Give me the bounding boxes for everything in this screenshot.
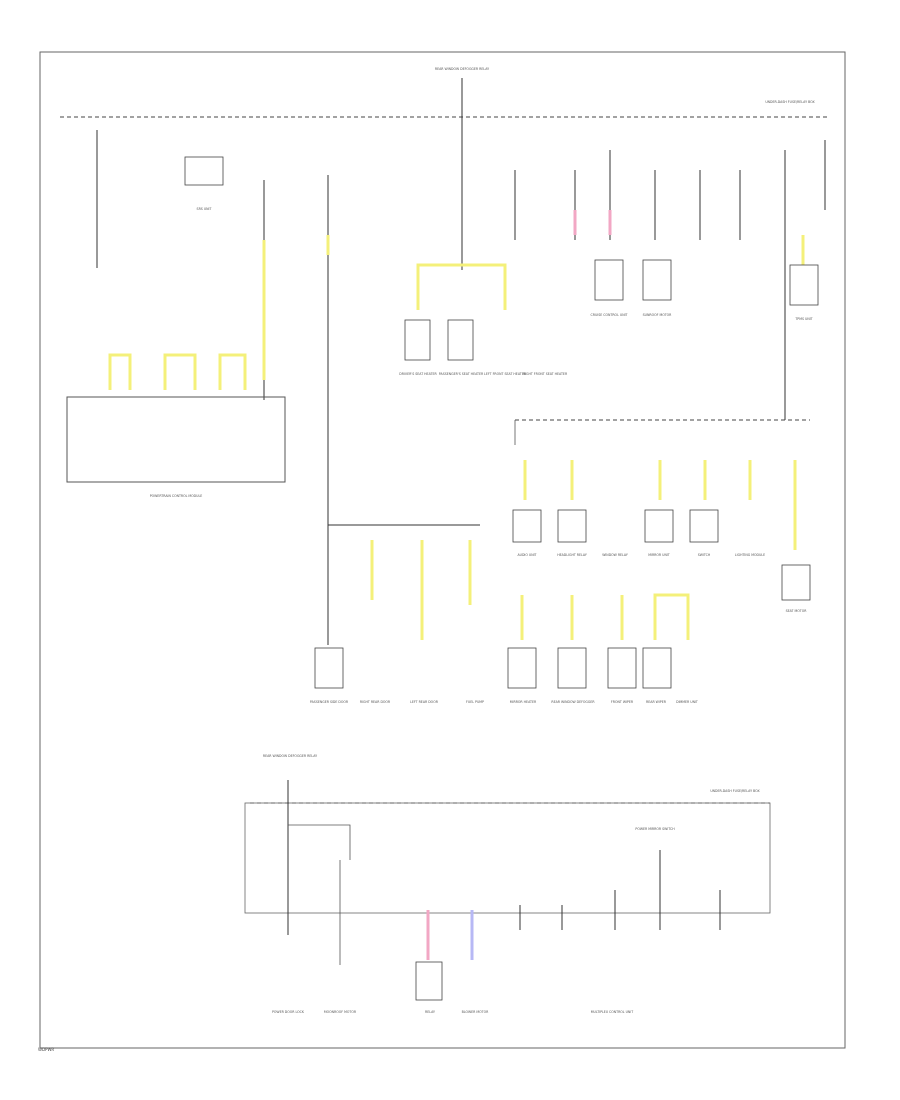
yellow-wire-7 xyxy=(218,353,247,390)
yellow-wire-6 xyxy=(163,353,197,390)
top-component-boxes xyxy=(404,259,819,361)
yellow-wire-5 xyxy=(108,353,132,390)
top-title: REAR WINDOW DEFOGGER RELAY xyxy=(435,67,489,71)
lower-relay-box xyxy=(415,961,443,1001)
lower-component-label-3: RELAY xyxy=(425,1010,435,1014)
middle-component-label-2: HEADLIGHT RELAY xyxy=(557,553,587,557)
srs-relay-box xyxy=(184,156,224,186)
bottom-component-label-7: FRONT WIPER xyxy=(611,700,634,704)
lower-component-label-5: MULTIPLEX CONTROL UNIT xyxy=(591,1010,633,1014)
bottom-component-label-6: REAR WINDOW DEFOGGER xyxy=(551,700,595,704)
middle-component-label-5: SWITCH xyxy=(698,553,711,557)
middle-component-label-6: LIGHTING MODULE xyxy=(735,553,765,557)
bottom-component-label-4: FUEL PUMP xyxy=(466,700,484,704)
bottom-row-boxes xyxy=(314,647,672,689)
pcm-box-label: POWERTRAIN CONTROL MODULE xyxy=(150,494,203,498)
top-right-fuses xyxy=(514,140,826,420)
top-component-label-6: SUNROOF MOTOR xyxy=(643,313,673,317)
bottom-right-fuse-label: UNDER-DASH FUSE/RELAY BOX xyxy=(710,789,760,793)
middle-right-wires xyxy=(523,460,797,550)
top-component-label-3: LEFT FRONT SEAT HEATER xyxy=(484,372,527,376)
top-component-label-1: DRIVER'S SEAT HEATER xyxy=(399,372,437,376)
bottom-component-label-3: LEFT REAR DOOR xyxy=(410,700,439,704)
srs-relay-label: SRS UNIT xyxy=(197,207,212,211)
bottom-component-label-9: DIMMER UNIT xyxy=(676,700,698,704)
lower-right-wires xyxy=(519,850,721,930)
lower-component-label-4: BLOWER MOTOR xyxy=(462,1010,489,1014)
center-branch-wires xyxy=(327,525,472,645)
top-component-label-2: PASSENGER'S SEAT HEATER xyxy=(439,372,484,376)
middle-component-label-3: WINDOW RELAY xyxy=(602,553,628,557)
relay-coil-wire xyxy=(288,824,351,860)
bottom-row-wires xyxy=(520,593,690,640)
fuse-box-label-right: UNDER-DASH FUSE/RELAY BOX xyxy=(765,100,815,104)
bottom-component-label-8: REAR WIPER xyxy=(646,700,667,704)
bottom-component-label-1: PASSENGER SIDE DOOR xyxy=(310,700,349,704)
bottom-title: REAR WINDOW DEFOGGER RELAY xyxy=(263,754,317,758)
middle-component-label-4: MIRROR UNIT xyxy=(648,553,670,557)
middle-component-label-7: SEAT MOTOR xyxy=(786,609,808,613)
bottom-component-label-5: MIRROR HEATER xyxy=(510,700,537,704)
top-component-label-4: RIGHT FRONT SEAT HEATER xyxy=(523,372,568,376)
page-id: WDPWR xyxy=(38,1047,55,1052)
yellow-wire-3 xyxy=(416,263,507,310)
middle-right-boxes xyxy=(512,509,811,601)
lower-component-label-1: POWER DOOR LOCK xyxy=(272,1010,305,1014)
pcm-box xyxy=(66,396,286,483)
bottom-connector-label: POWER MIRROR SWITCH xyxy=(635,827,675,831)
diagram-frame xyxy=(39,51,846,1049)
top-component-label-7: TPMS UNIT xyxy=(794,317,812,321)
top-component-label-5: CRUISE CONTROL UNIT xyxy=(591,313,628,317)
bottom-component-label-2: RIGHT REAR DOOR xyxy=(360,700,391,704)
lower-component-label-2: MOONROOF MOTOR xyxy=(324,1010,357,1014)
middle-component-label-1: AUDIO UNIT xyxy=(517,553,536,557)
lower-box xyxy=(244,802,771,914)
